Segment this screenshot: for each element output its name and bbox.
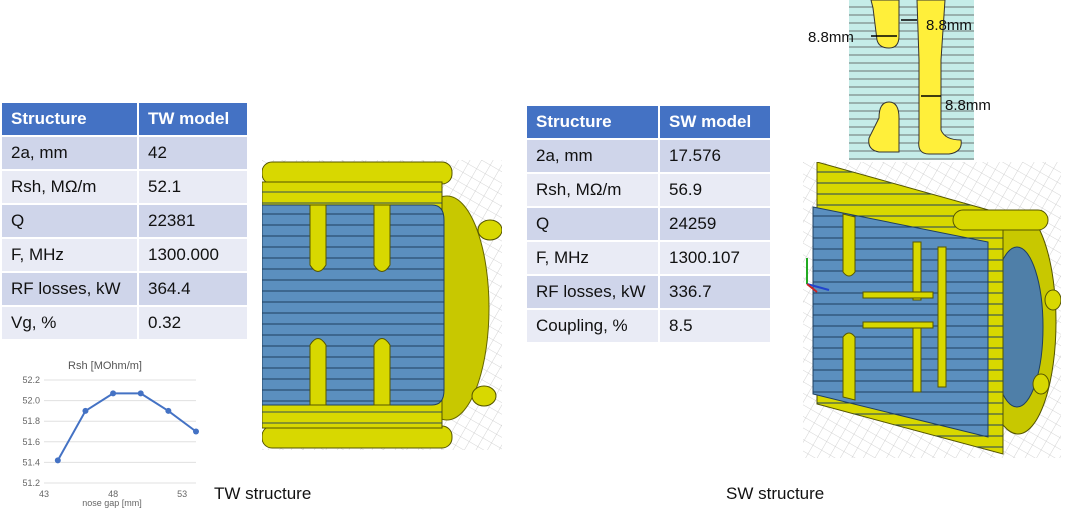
sw-param-value: 336.7 [658,274,772,310]
tw-structure-render [262,160,502,450]
coupling-bar [862,321,934,329]
axis-x [806,283,818,293]
coupling-slot [912,321,922,393]
chart-points [54,390,199,464]
y-tick-label: 52.2 [22,375,40,385]
top-tube [952,209,1049,231]
data-point [54,457,61,464]
tw-param-value: 52.1 [137,169,249,205]
tw-param-name: Rsh, MΩ/m [0,169,139,205]
chart-y-ticks: 51.2 51.4 51.6 51.8 52.0 52.2 [22,375,40,488]
nose-cone [373,338,391,406]
x-tick-label: 43 [39,489,49,499]
y-tick-label: 51.8 [22,416,40,426]
cross-section-inset [849,0,974,160]
sw-param-value: 8.5 [658,308,772,344]
nose-cone [373,204,391,272]
y-tick-label: 51.6 [22,437,40,447]
port-tube [477,219,502,241]
tw-header-structure: Structure [0,101,139,137]
x-tick-label: 48 [108,489,118,499]
data-point [165,407,172,414]
tw-param-name: F, MHz [0,237,139,273]
inset-hatching [849,0,974,160]
port-tube [1032,373,1050,395]
sw-header-model: SW model [658,104,772,140]
tw-structure-caption: TW structure [214,484,312,503]
tw-param-value: 0.32 [137,305,249,341]
y-tick-label: 51.4 [22,457,40,467]
sw-table-header: Structure SW model [525,104,772,140]
data-point [82,407,89,414]
coupling-bar [862,291,934,299]
sw-param-value: 24259 [658,206,772,242]
coupling-slot [937,246,947,388]
x-tick-label: 53 [177,489,187,499]
axis-z [806,283,830,291]
sw-param-name: RF losses, kW [525,274,660,310]
sw-param-value: 1300.107 [658,240,772,276]
tw-param-value: 1300.000 [137,237,249,273]
y-tick-label: 52.0 [22,396,40,406]
tw-param-name: RF losses, kW [0,271,139,307]
nose-cone [309,204,327,272]
tw-param-value: 364.4 [137,271,249,307]
vacuum-hatching [262,205,444,405]
sw-param-name: Q [525,206,660,242]
dimension-label: 8.8mm [945,97,991,114]
dimension-label: 8.8mm [926,17,972,34]
nose-cone [309,338,327,406]
rsh-vs-nose-gap-chart: Rsh [MOhm/m] 51.2 51.4 51.6 51.8 52.0 52.2 43… [0,350,205,510]
nose-profile [916,0,962,155]
sw-param-name: Coupling, % [525,308,660,344]
sw-param-name: 2a, mm [525,138,660,174]
tw-header-model: TW model [137,101,249,137]
y-tick-label: 51.2 [22,478,40,488]
tw-param-value: 42 [137,135,249,171]
tw-param-name: 2a, mm [0,135,139,171]
data-point [193,428,199,435]
top-tube [262,161,453,185]
sw-param-name: F, MHz [525,240,660,276]
sw-structure-caption: SW structure [726,484,825,503]
chart-x-ticks: 43 48 53 [39,489,187,499]
port-tube [471,385,497,407]
sw-param-name: Rsh, MΩ/m [525,172,660,208]
sw-param-value: 56.9 [658,172,772,208]
dimension-label: 8.8mm [808,29,854,46]
tw-param-name: Q [0,203,139,239]
bottom-tube [262,425,453,449]
sw-header-structure: Structure [525,104,660,140]
chart-title: Rsh [MOhm/m] [68,360,142,372]
nose-cone [842,332,856,401]
data-point [137,390,144,397]
chart-gridlines [44,379,196,484]
tw-table-header: Structure TW model [0,101,249,137]
data-point [110,390,117,397]
table-row: Vg, %0.32 [0,305,249,341]
chart-x-label: nose gap [mm] [82,498,142,508]
series-line [56,392,197,461]
sw-param-value: 17.576 [658,138,772,174]
tw-param-value: 22381 [137,203,249,239]
table-row: Coupling, %8.5 [525,308,772,344]
sw-structure-render [803,162,1061,458]
tw-param-name: Vg, % [0,305,139,341]
coupling-slot [912,241,922,301]
nose-cone [842,213,856,277]
port-tube [1044,289,1061,311]
nose-profile [868,101,900,153]
